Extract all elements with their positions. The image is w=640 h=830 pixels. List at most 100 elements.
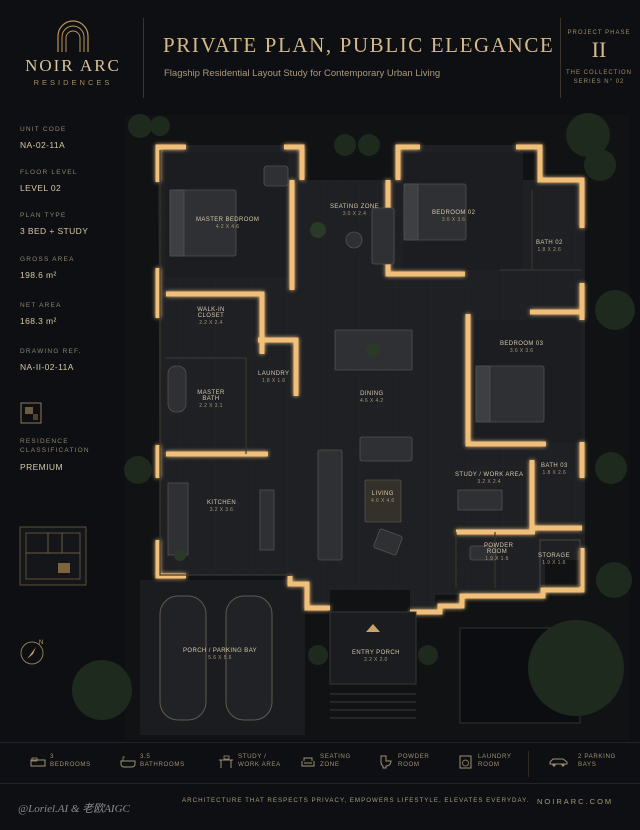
wall-segment — [166, 291, 265, 354]
feature-line: POWDER — [398, 753, 430, 760]
website-link[interactable]: NOIRARC.COM — [537, 797, 614, 806]
header-divider — [143, 18, 144, 98]
room-dimension: 5.6 X 5.6 — [208, 655, 232, 661]
room-dimension: 3.0 X 2.4 — [342, 211, 367, 217]
gross-area-label: GROSS AREA — [20, 256, 75, 263]
room-name: DINING — [360, 391, 384, 397]
kitchen-counter — [167, 482, 189, 556]
net-area-label: NET AREA — [20, 302, 62, 309]
armchair — [263, 165, 289, 187]
compass-icon: N — [20, 640, 44, 665]
room-dimension: 3.2 X 3.6 — [209, 507, 234, 513]
wall-segment — [165, 357, 247, 454]
bathtub-icon — [120, 756, 136, 768]
feature-line: 3.5 — [140, 753, 151, 760]
master-bed-headboard — [169, 189, 185, 257]
sofa-top — [359, 436, 413, 462]
wall-segment — [155, 144, 186, 182]
feature-line: BEDROOMS — [50, 761, 91, 768]
project-phase: PROJECT PHASE II THE COLLECTION SERIES N… — [564, 30, 634, 87]
plan-type-value: 3 BED + STUDY — [20, 226, 89, 236]
wall-segment — [287, 576, 330, 611]
tree-icon — [595, 452, 627, 484]
room-dimension: 2.2 X 2.0 — [364, 657, 388, 663]
entry-steps — [330, 693, 416, 719]
storage-shelves — [539, 539, 581, 587]
bed-02-headboard — [403, 183, 419, 241]
feature-line: BAYS — [578, 761, 597, 768]
room-name: BEDROOM 02 — [432, 210, 476, 216]
key-plan-icon — [19, 526, 87, 586]
mini-plan-icon — [20, 402, 42, 424]
brand-subtitle: RESIDENCES — [33, 78, 113, 87]
brand-name: NOIR ARC — [25, 56, 121, 75]
tree-icon — [308, 645, 328, 665]
plant-icon — [174, 549, 186, 561]
room-name: WALK-IN CLOSET — [197, 307, 225, 319]
plant-icon — [366, 343, 380, 357]
landscape-trees — [72, 113, 635, 720]
feature-divider — [528, 751, 529, 777]
room-dimension: 4.6 X 4.6 — [371, 498, 395, 504]
tree-icon — [124, 456, 152, 484]
wall-segment — [410, 548, 585, 615]
tree-icon — [596, 562, 632, 598]
collection-label: THE COLLECTION — [565, 70, 632, 76]
tree-icon — [566, 113, 610, 157]
coffee-table — [364, 479, 402, 523]
room-name: SEATING ZONE — [330, 204, 380, 210]
room-dimension: 3.6 X 3.6 — [509, 348, 534, 354]
wall-segment — [155, 540, 186, 579]
compass-north-label: N — [39, 640, 43, 646]
room-dimension: 1.8 X 2.6 — [537, 247, 562, 253]
study-desk — [457, 489, 503, 511]
tree-icon — [150, 116, 170, 136]
sofa-left — [317, 449, 343, 561]
page-title: PRIVATE PLAN, PUBLIC ELEGANCE — [163, 33, 555, 57]
feature-line: SEATING — [320, 753, 351, 760]
unit-code-value: NA-02-11A — [20, 140, 66, 150]
entry-porch-floor — [329, 611, 417, 685]
tree-icon — [334, 134, 356, 156]
room-dimension: 1.8 X 2.6 — [542, 470, 567, 476]
series-block: THE COLLECTION SERIES N° 02 — [564, 69, 634, 87]
bed-icon — [30, 757, 46, 767]
bed-03-headboard — [475, 365, 491, 423]
feature-line: STUDY / — [238, 753, 267, 760]
toilet-icon — [380, 755, 392, 769]
feature-line: BATHROOMS — [140, 761, 185, 768]
bathtub — [167, 365, 187, 413]
wall-segment — [395, 144, 420, 180]
glowing-walls — [155, 144, 585, 615]
floor-level-label: FLOOR LEVEL — [20, 169, 78, 176]
room-name: BATH 03 — [541, 463, 568, 469]
tree-icon — [358, 134, 380, 156]
room-dimension: 1.9 X 1.6 — [485, 556, 509, 562]
room-name: BATH 02 — [536, 240, 563, 246]
footer-tagline: ARCHITECTURE THAT RESPECTS PRIVACY, EMPO… — [182, 797, 530, 804]
feature-line: 3 — [50, 753, 55, 760]
tree-icon — [584, 149, 616, 181]
phase-label: PROJECT PHASE — [567, 30, 631, 36]
header-divider — [560, 18, 561, 98]
feature-line: ZONE — [320, 761, 340, 768]
indoor-plants — [174, 222, 380, 561]
room-name: ENTRY PORCH — [352, 650, 400, 656]
room-name: KITCHEN — [207, 500, 237, 506]
room-name: STORAGE — [538, 553, 571, 559]
drawing-ref-label: DRAWING REF. — [20, 348, 82, 355]
room-name: MASTER BATH — [197, 390, 225, 402]
net-area-value: 168.3 m² — [20, 316, 57, 326]
parked-cars — [159, 595, 273, 721]
